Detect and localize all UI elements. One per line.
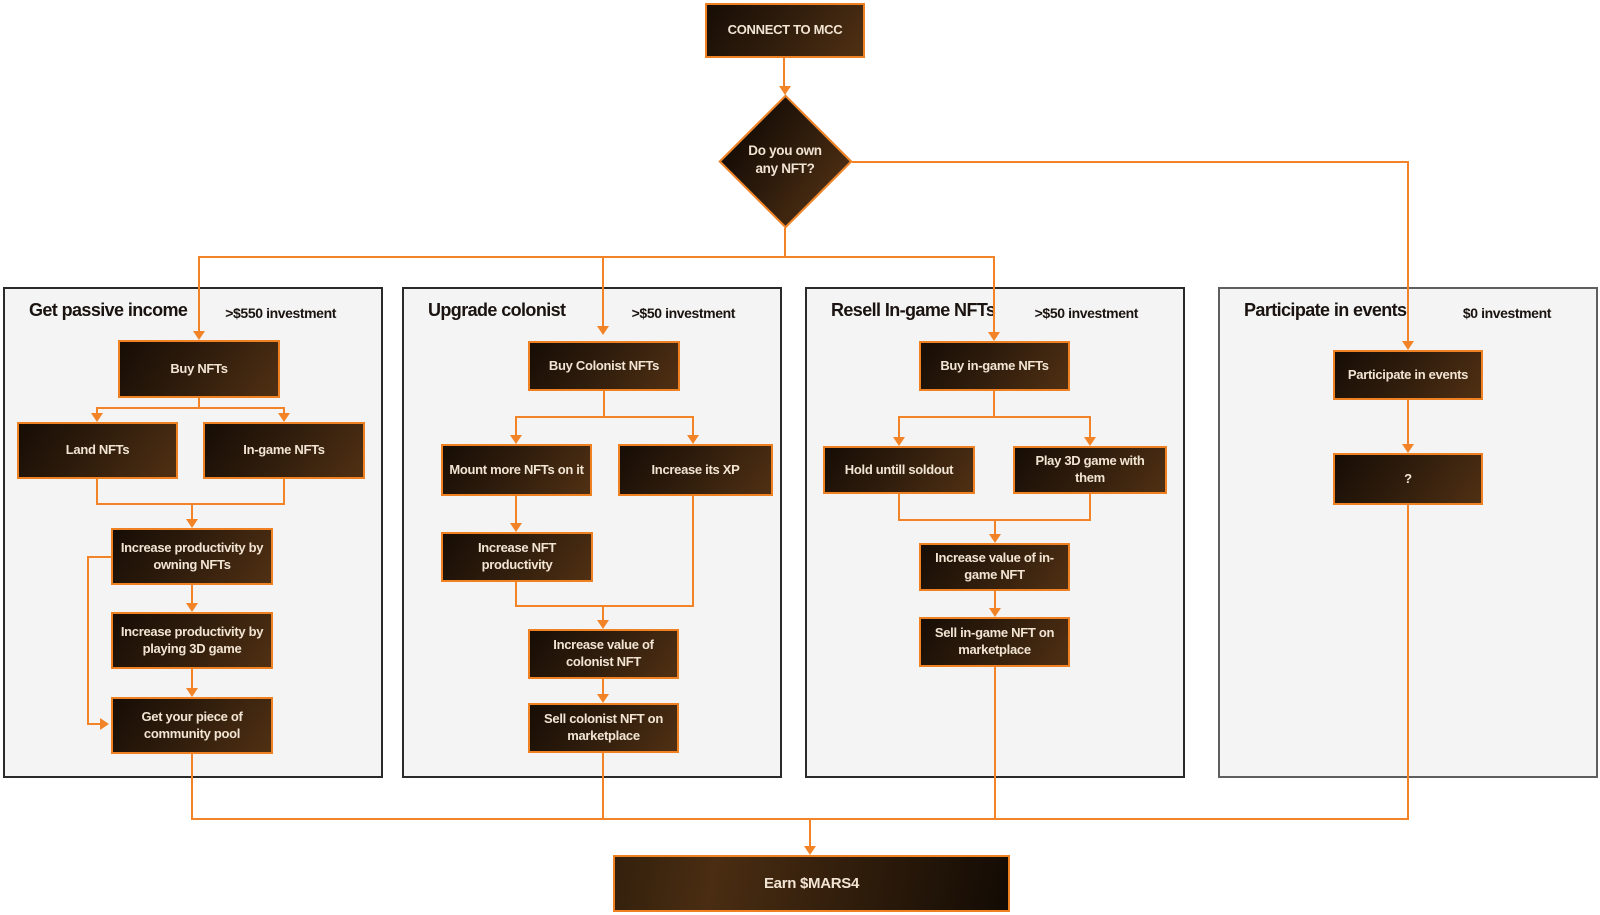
arrow-down-icon	[989, 534, 1001, 543]
connector	[602, 679, 604, 695]
connector	[994, 667, 996, 820]
arrow-down-icon	[186, 603, 198, 612]
connector	[1089, 417, 1091, 438]
connector	[96, 408, 98, 415]
node-buy-nfts: Buy NFTs	[118, 340, 280, 398]
investment-label: >$50 investment	[631, 305, 736, 321]
node-increase-nft-productivity: Increase NFT productivity	[441, 532, 593, 582]
connector	[87, 723, 101, 725]
arrow-down-icon	[1402, 341, 1414, 350]
connector	[603, 391, 605, 418]
arrow-down-icon	[278, 413, 290, 422]
node-hold-until-soldout: Hold untill soldout	[823, 446, 975, 494]
panel-title: Get passive income	[29, 300, 188, 320]
arrow-down-icon	[779, 86, 791, 95]
connector	[515, 496, 517, 524]
arrow-down-icon	[687, 435, 699, 444]
connector	[96, 407, 285, 409]
node-increase-value-ingame: Increase value of in- game NFT	[919, 543, 1070, 591]
arrow-down-icon	[597, 694, 609, 703]
node-mount-more-nfts: Mount more NFTs on it	[441, 444, 592, 496]
connector	[1407, 505, 1409, 820]
investment-label: >$550 investment	[225, 305, 336, 321]
node-land-nfts: Land NFTs	[17, 422, 178, 479]
connector	[198, 257, 200, 331]
arrow-down-icon	[510, 523, 522, 532]
arrow-down-icon	[193, 331, 205, 340]
arrow-down-icon	[1084, 437, 1096, 446]
connector	[602, 257, 604, 326]
connector	[191, 669, 193, 689]
connector	[1407, 400, 1409, 445]
node-community-pool: Get your piece of community pool	[111, 697, 273, 754]
node-sell-ingame-nft: Sell in-game NFT on marketplace	[919, 617, 1070, 667]
arrow-down-icon	[804, 846, 816, 855]
connector	[96, 503, 285, 505]
connector	[87, 556, 111, 558]
arrow-down-icon	[893, 437, 905, 446]
connector	[993, 391, 995, 418]
arrow-down-icon	[597, 326, 609, 335]
arrow-right-icon	[100, 718, 109, 730]
investment-label: >$50 investment	[1034, 305, 1139, 321]
node-question-mark: ?	[1333, 453, 1483, 505]
node-increase-productivity-owning: Increase productivity by owning NFTs	[111, 528, 273, 585]
connector	[898, 416, 1091, 418]
investment-label: $0 investment	[1462, 305, 1552, 321]
connector	[191, 504, 193, 520]
connector	[283, 408, 285, 415]
connector	[692, 496, 694, 607]
connector	[87, 556, 89, 725]
node-buy-ingame-nfts: Buy in-game NFTs	[919, 341, 1070, 391]
panel-title: Upgrade colonist	[428, 300, 566, 320]
arrow-down-icon	[1402, 444, 1414, 453]
arrow-down-icon	[186, 688, 198, 697]
connector	[515, 416, 694, 418]
node-increase-its-xp: Increase its XP	[618, 444, 773, 496]
arrow-down-icon	[989, 608, 1001, 617]
connector	[783, 58, 785, 87]
connector	[994, 520, 996, 535]
connector	[602, 753, 604, 820]
node-play-3d-game: Play 3D game with them	[1013, 446, 1167, 494]
node-increase-value-colonist: Increase value of colonist NFT	[528, 629, 679, 679]
connector	[515, 582, 517, 607]
connector	[96, 479, 98, 505]
decision-label: Do you own any NFT?	[748, 143, 822, 177]
arrow-down-icon	[597, 620, 609, 629]
connector	[283, 479, 285, 505]
arrow-down-icon	[988, 332, 1000, 341]
node-earn-mars4: Earn $MARS4	[613, 855, 1010, 912]
node-buy-colonist-nfts: Buy Colonist NFTs	[528, 341, 680, 391]
node-connect-to-mcc: CONNECT TO MCC	[705, 3, 865, 58]
connector	[515, 605, 694, 607]
connector	[994, 591, 996, 609]
node-increase-productivity-playing: Increase productivity by playing 3D game	[111, 612, 273, 669]
connector	[692, 417, 694, 436]
connector	[898, 417, 900, 438]
node-ingame-nfts: In-game NFTs	[203, 422, 365, 479]
connector	[784, 228, 786, 258]
arrow-down-icon	[510, 435, 522, 444]
connector	[191, 754, 193, 820]
panel-title: Participate in events	[1244, 300, 1407, 320]
connector	[515, 417, 517, 436]
connector	[198, 256, 995, 258]
arrow-down-icon	[186, 519, 198, 528]
connector	[1089, 494, 1091, 521]
connector	[852, 161, 1409, 163]
node-sell-colonist-nft: Sell colonist NFT on marketplace	[528, 703, 679, 753]
panel-title: Resell In-game NFTs	[831, 300, 996, 320]
connector	[1407, 161, 1409, 341]
connector	[809, 819, 811, 847]
arrow-down-icon	[91, 413, 103, 422]
connector	[191, 818, 1409, 820]
connector	[602, 606, 604, 621]
connector	[898, 494, 900, 521]
connector	[191, 585, 193, 604]
connector	[993, 257, 995, 332]
node-participate-in-events: Participate in events	[1333, 350, 1483, 400]
connector	[198, 398, 200, 409]
